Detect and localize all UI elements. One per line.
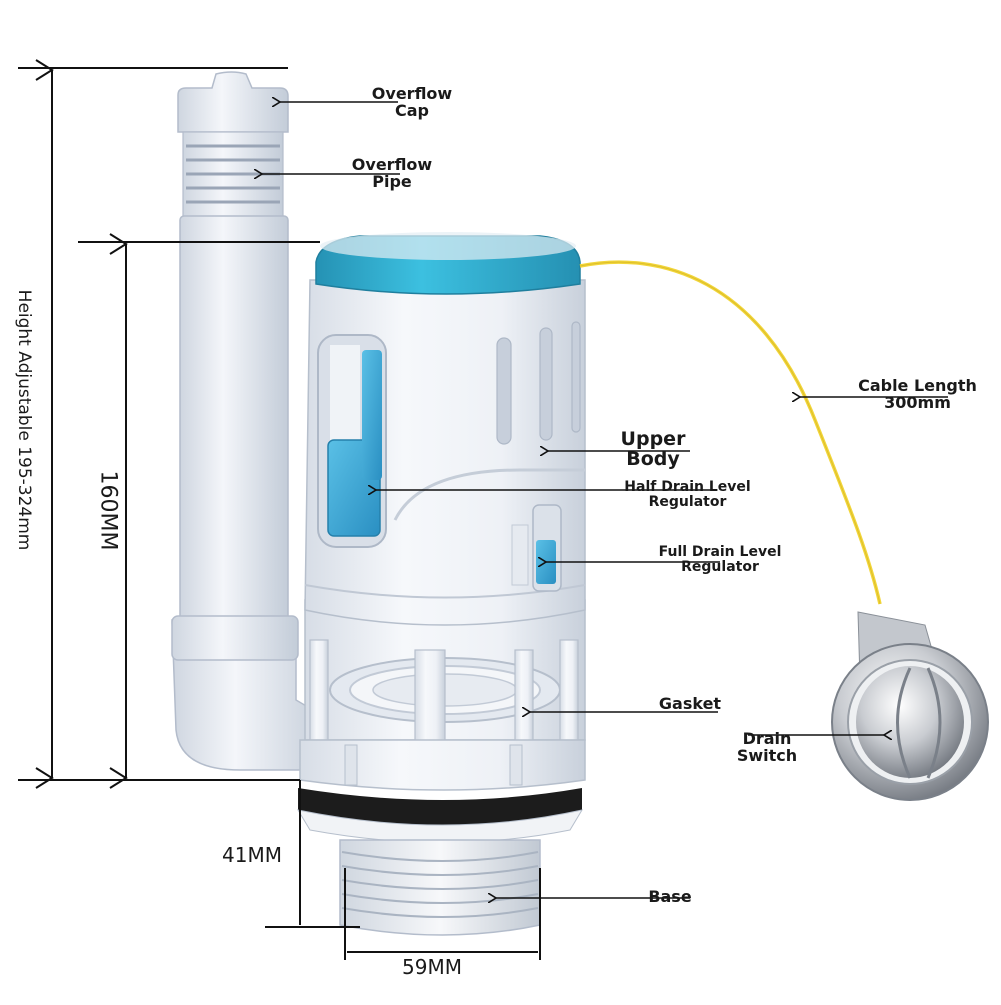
overflow-pipe [179, 215, 289, 627]
height-adjustable-label: Height Adjustable 195-324mm [14, 289, 34, 551]
leader-lines [262, 102, 948, 898]
threaded-base [339, 839, 541, 936]
gasket-ring [298, 788, 582, 825]
base-width-label: 59MM [402, 955, 462, 979]
body-height-label: 160MM [95, 470, 121, 551]
dimension-lines [18, 59, 541, 960]
main-valve-body [296, 232, 586, 936]
overflow-cap [177, 71, 289, 133]
gasket-label: Gasket [658, 694, 722, 713]
base-height-label: 41MM [222, 843, 282, 867]
base-label: Base [648, 887, 692, 906]
drain-switch-button [831, 611, 989, 801]
overflow-pipe-assembly [171, 71, 331, 771]
